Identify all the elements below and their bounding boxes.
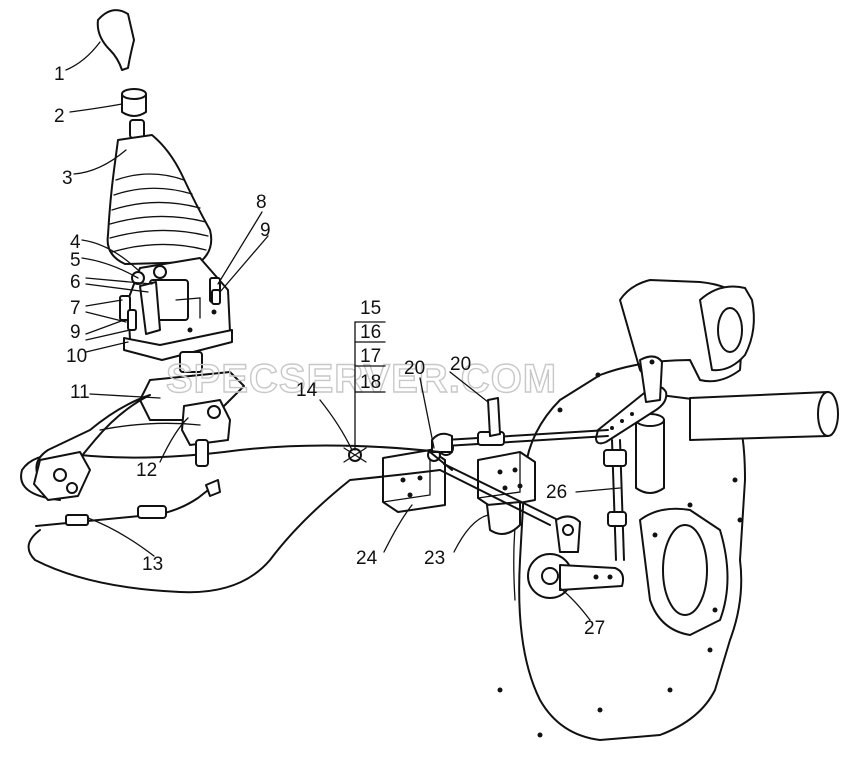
label-26: 26 xyxy=(546,482,567,503)
bracket-23 xyxy=(477,451,536,535)
shift-tower-housing xyxy=(33,351,245,501)
label-12: 12 xyxy=(136,460,157,481)
shift-lever-base xyxy=(119,257,233,361)
watermark: SPECSERVER.COM xyxy=(166,357,557,401)
leader-lines xyxy=(65,41,621,621)
label-9-lower: 9 xyxy=(70,322,81,343)
label-9-upper: 9 xyxy=(260,220,271,241)
label-24: 24 xyxy=(356,548,378,569)
part-labels: 1 2 3 4 5 6 7 8 9 9 10 11 12 13 14 15 16… xyxy=(54,64,605,639)
label-11: 11 xyxy=(70,382,90,403)
transmission-housing xyxy=(497,279,755,741)
label-16: 16 xyxy=(360,322,381,343)
label-4: 4 xyxy=(70,232,81,253)
shift-cylinder xyxy=(595,355,839,494)
label-5: 5 xyxy=(70,250,81,271)
label-20-left: 20 xyxy=(404,358,425,379)
label-27: 27 xyxy=(584,618,605,639)
label-20-right: 20 xyxy=(450,354,471,375)
linkage-rod-26 xyxy=(603,439,627,561)
selector-lever-27 xyxy=(527,515,625,599)
label-6: 6 xyxy=(70,272,81,293)
label-1: 1 xyxy=(54,64,65,85)
shift-cables xyxy=(20,444,441,594)
label-7: 7 xyxy=(70,298,81,319)
label-8: 8 xyxy=(256,192,267,213)
label-10: 10 xyxy=(66,346,87,367)
label-14: 14 xyxy=(296,380,318,401)
gear-knob xyxy=(96,9,135,71)
rubber-boot xyxy=(106,119,213,265)
label-3: 3 xyxy=(62,168,73,189)
label-23: 23 xyxy=(424,548,445,569)
label-13: 13 xyxy=(142,554,163,575)
label-18: 18 xyxy=(360,372,381,393)
label-17: 17 xyxy=(360,346,381,367)
bushing xyxy=(121,88,147,117)
label-2: 2 xyxy=(54,106,65,127)
label-15: 15 xyxy=(360,298,381,319)
bracket-24 xyxy=(382,448,446,513)
linkage-rods xyxy=(429,397,609,526)
